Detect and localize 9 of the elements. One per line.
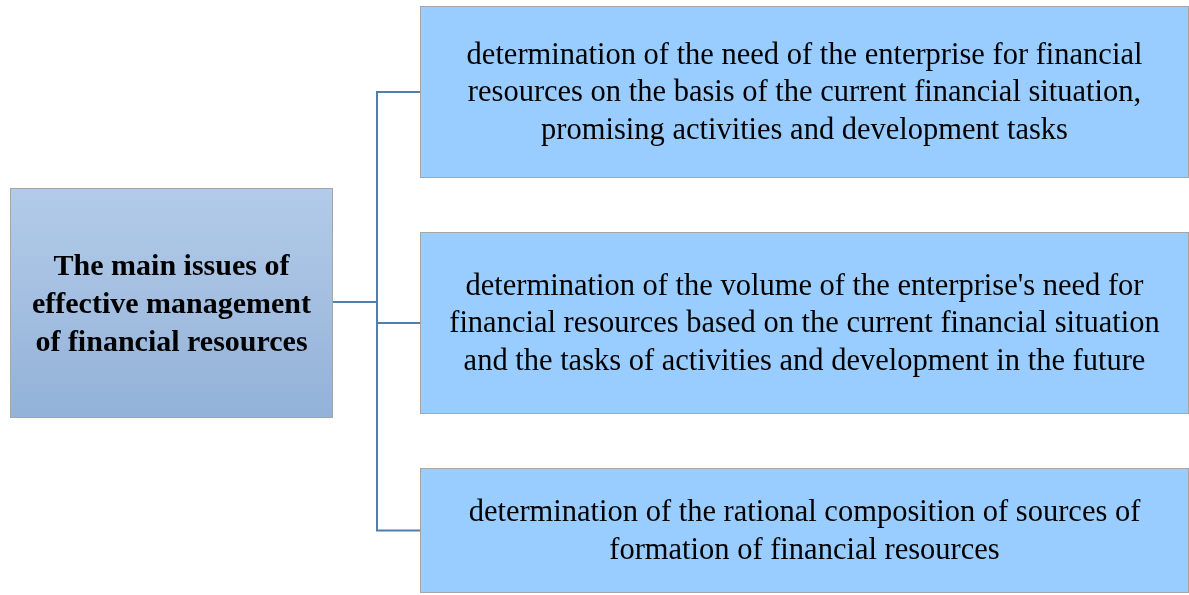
issue-box (420, 468, 1189, 593)
issue-text: determination of the volume of the enterprise's need for financial resources based on the current financial situation and the tasks of activities and development in the future (448, 266, 1161, 379)
issue-box (420, 6, 1189, 178)
issue-box (420, 232, 1189, 414)
connector-line (332, 301, 421, 532)
issue-text: determination of the need of the enterprise for financial resources on the basis of the current financial situation, promising activities and development tasks (465, 35, 1144, 148)
issue-text: determination of the rational composition of sources of formation of financial resources (467, 493, 1142, 568)
topic-text: The main issues of effective management of financial resources (30, 246, 312, 360)
topic-box (10, 188, 333, 418)
